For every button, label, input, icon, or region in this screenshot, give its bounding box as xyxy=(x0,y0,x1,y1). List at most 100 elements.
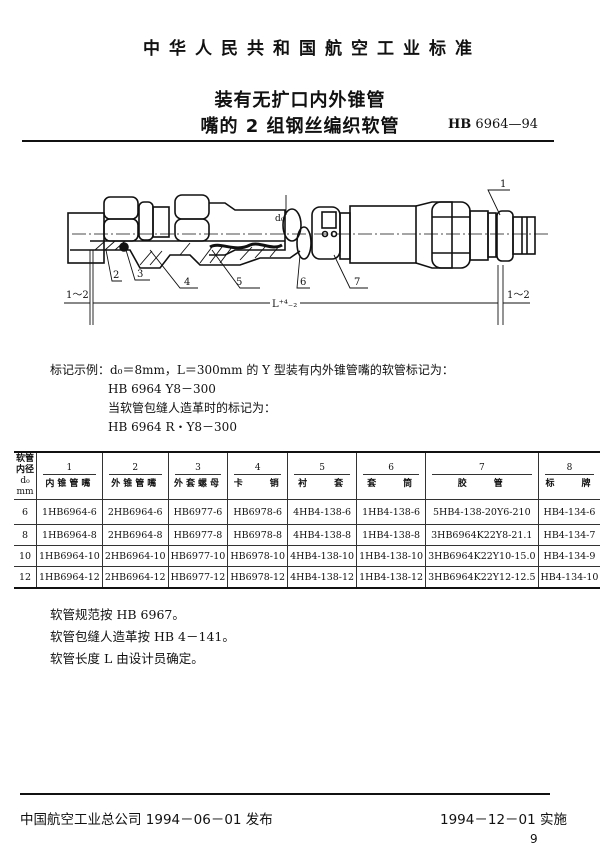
header-col-7: 7 胶 管 xyxy=(425,451,539,500)
table-row: 6 1HB6964-6 2HB6964-6 HB6977-6 HB6978-6 … xyxy=(14,499,600,525)
header-text: mm xyxy=(16,487,34,497)
page-number: 9 xyxy=(530,832,538,846)
header-text: d₀ xyxy=(20,476,30,486)
header-text: 内径 xyxy=(16,465,35,475)
callout-1: 1 xyxy=(500,179,506,190)
table-cell: 4HB4-138-10 xyxy=(287,545,358,567)
footer-rule xyxy=(20,793,550,795)
col-number: 5 xyxy=(294,463,351,475)
dim-right-gap: 1～2 xyxy=(507,290,530,301)
note-hose-spec: 软管规范按 HB 6967。 xyxy=(50,607,185,622)
col-label: 外锥管嘴 xyxy=(111,479,160,489)
col-number: 6 xyxy=(363,463,420,475)
effective-date: 1994－12－01 实施 xyxy=(440,812,568,828)
notes: 软管规范按 HB 6967。 软管包缝人造革按 HB 4－141。 软管长度 L… xyxy=(50,604,235,670)
col-label: 套 筒 xyxy=(367,479,416,489)
document-code: HB 6964—94 xyxy=(448,117,538,132)
hose-assembly-drawing: 2 3 4 5 6 7 1 1～2 1～2 L⁺⁴₋₂ d₀ xyxy=(64,179,548,325)
table-cell: 2HB6964-12 xyxy=(101,566,169,589)
header-col-2: 2 外锥管嘴 xyxy=(101,451,169,500)
table-cell: HB6977-6 xyxy=(167,499,229,525)
col-number: 1 xyxy=(43,463,96,475)
table-cell: 5HB4-138-20Y6-210 xyxy=(425,499,539,525)
callout-6: 6 xyxy=(300,277,306,288)
callout-7: 7 xyxy=(354,277,360,288)
table-cell: 1HB6964-10 xyxy=(36,545,103,567)
callout-4: 4 xyxy=(184,277,190,288)
table-cell: 2HB6964-6 xyxy=(101,499,169,525)
table-cell: 1HB4-138-8 xyxy=(356,524,427,546)
table-row: 10 1HB6964-10 2HB6964-10 HB6977-10 HB697… xyxy=(14,545,600,567)
note-hose-length: 软管长度 L 由设计员确定。 xyxy=(50,651,204,666)
col-label: 外套螺母 xyxy=(173,479,222,489)
table-cell: 1HB6964-12 xyxy=(36,566,103,589)
col-number: 8 xyxy=(544,463,595,475)
note-leather-cover: 软管包缝人造革按 HB 4－141。 xyxy=(50,629,235,644)
table-cell: 4HB4-138-6 xyxy=(287,499,358,525)
table-cell: HB6978-6 xyxy=(227,499,289,525)
col-label: 标 牌 xyxy=(545,479,594,489)
col-label: 内锥管嘴 xyxy=(45,479,94,489)
header-rule xyxy=(22,140,554,142)
issuer-publish-date: 中国航空工业总公司 1994－06－01 发布 xyxy=(20,812,273,828)
table-cell: HB6978-12 xyxy=(227,566,289,589)
example-line-4: HB 6964 R・Y8－300 xyxy=(108,420,237,434)
header-col-8: 8 标 牌 xyxy=(537,451,600,500)
col-number: 4 xyxy=(234,463,282,475)
header-text: 软管 xyxy=(16,454,35,464)
table-cell: 3HB6964K22Y12-12.5 xyxy=(425,566,539,589)
table-cell: 1HB4-138-12 xyxy=(356,566,427,589)
callout-5: 5 xyxy=(236,277,242,288)
header-col-1: 1 内锥管嘴 xyxy=(36,451,103,500)
dim-length: L⁺⁴₋₂ xyxy=(272,299,297,310)
header-col-4: 4 卡 销 xyxy=(227,451,289,500)
table-cell: HB4-134-9 xyxy=(537,545,600,567)
col-label: 卡 销 xyxy=(233,479,282,489)
col-number: 2 xyxy=(108,463,162,475)
table-row: 12 1HB6964-12 2HB6964-12 HB6977-12 HB697… xyxy=(14,566,600,589)
header-hose-inner-diameter: 软管 内径 d₀ mm xyxy=(14,451,38,500)
header-col-6: 6 套 筒 xyxy=(356,451,427,500)
table-cell: HB6977-12 xyxy=(167,566,229,589)
cell-diameter: 12 xyxy=(14,566,38,589)
header-col-5: 5 衬 套 xyxy=(287,451,358,500)
example-line-3: 当软管包缝人造革时的标记为： xyxy=(108,401,277,415)
cell-diameter: 6 xyxy=(14,499,38,525)
col-number: 7 xyxy=(432,463,532,475)
doc-code-number: 6964—94 xyxy=(475,117,539,132)
col-label: 胶 管 xyxy=(457,479,506,489)
table-cell: 4HB4-138-12 xyxy=(287,566,358,589)
table-cell: 3HB6964K22Y10-15.0 xyxy=(425,545,539,567)
table-cell: 1HB6964-8 xyxy=(36,524,103,546)
marking-example: 标记示例：d₀＝8mm，L＝300mm 的 Y 型装有内外锥管嘴的软管标记为： … xyxy=(50,361,454,437)
callout-3: 3 xyxy=(137,269,143,280)
document-title-line1: 装有无扩口内外锥管 xyxy=(214,90,386,111)
table-cell: 2HB6964-10 xyxy=(101,545,169,567)
table-cell: HB4-134-7 xyxy=(537,524,600,546)
doc-code-prefix: HB xyxy=(448,117,472,132)
col-number: 3 xyxy=(174,463,222,475)
table-cell: HB6978-8 xyxy=(227,524,289,546)
example-line-1: 标记示例：d₀＝8mm，L＝300mm 的 Y 型装有内外锥管嘴的软管标记为： xyxy=(50,363,454,377)
header-col-3: 3 外套螺母 xyxy=(167,451,229,500)
table-cell: 4HB4-138-8 xyxy=(287,524,358,546)
document-title-line2: 嘴的 2 组钢丝编织软管 xyxy=(200,116,400,137)
dim-diameter: d₀ xyxy=(275,214,285,224)
table-cell: 1HB4-138-6 xyxy=(356,499,427,525)
table-cell: HB6977-8 xyxy=(167,524,229,546)
table-cell: 2HB6964-8 xyxy=(101,524,169,546)
callout-2: 2 xyxy=(113,270,119,281)
table-cell: HB6977-10 xyxy=(167,545,229,567)
standard-title: 中华人民共和国航空工业标准 xyxy=(143,39,481,59)
cell-diameter: 10 xyxy=(14,545,38,567)
table-row: 8 1HB6964-8 2HB6964-8 HB6977-8 HB6978-8 … xyxy=(14,524,600,546)
cell-diameter: 8 xyxy=(14,524,38,546)
table-cell: HB4-134-6 xyxy=(537,499,600,525)
table-cell: HB6978-10 xyxy=(227,545,289,567)
example-line-2: HB 6964 Y8－300 xyxy=(108,382,216,396)
col-label: 衬 套 xyxy=(298,479,347,489)
table-cell: 1HB6964-6 xyxy=(36,499,103,525)
table-cell: 3HB6964K22Y8-21.1 xyxy=(425,524,539,546)
